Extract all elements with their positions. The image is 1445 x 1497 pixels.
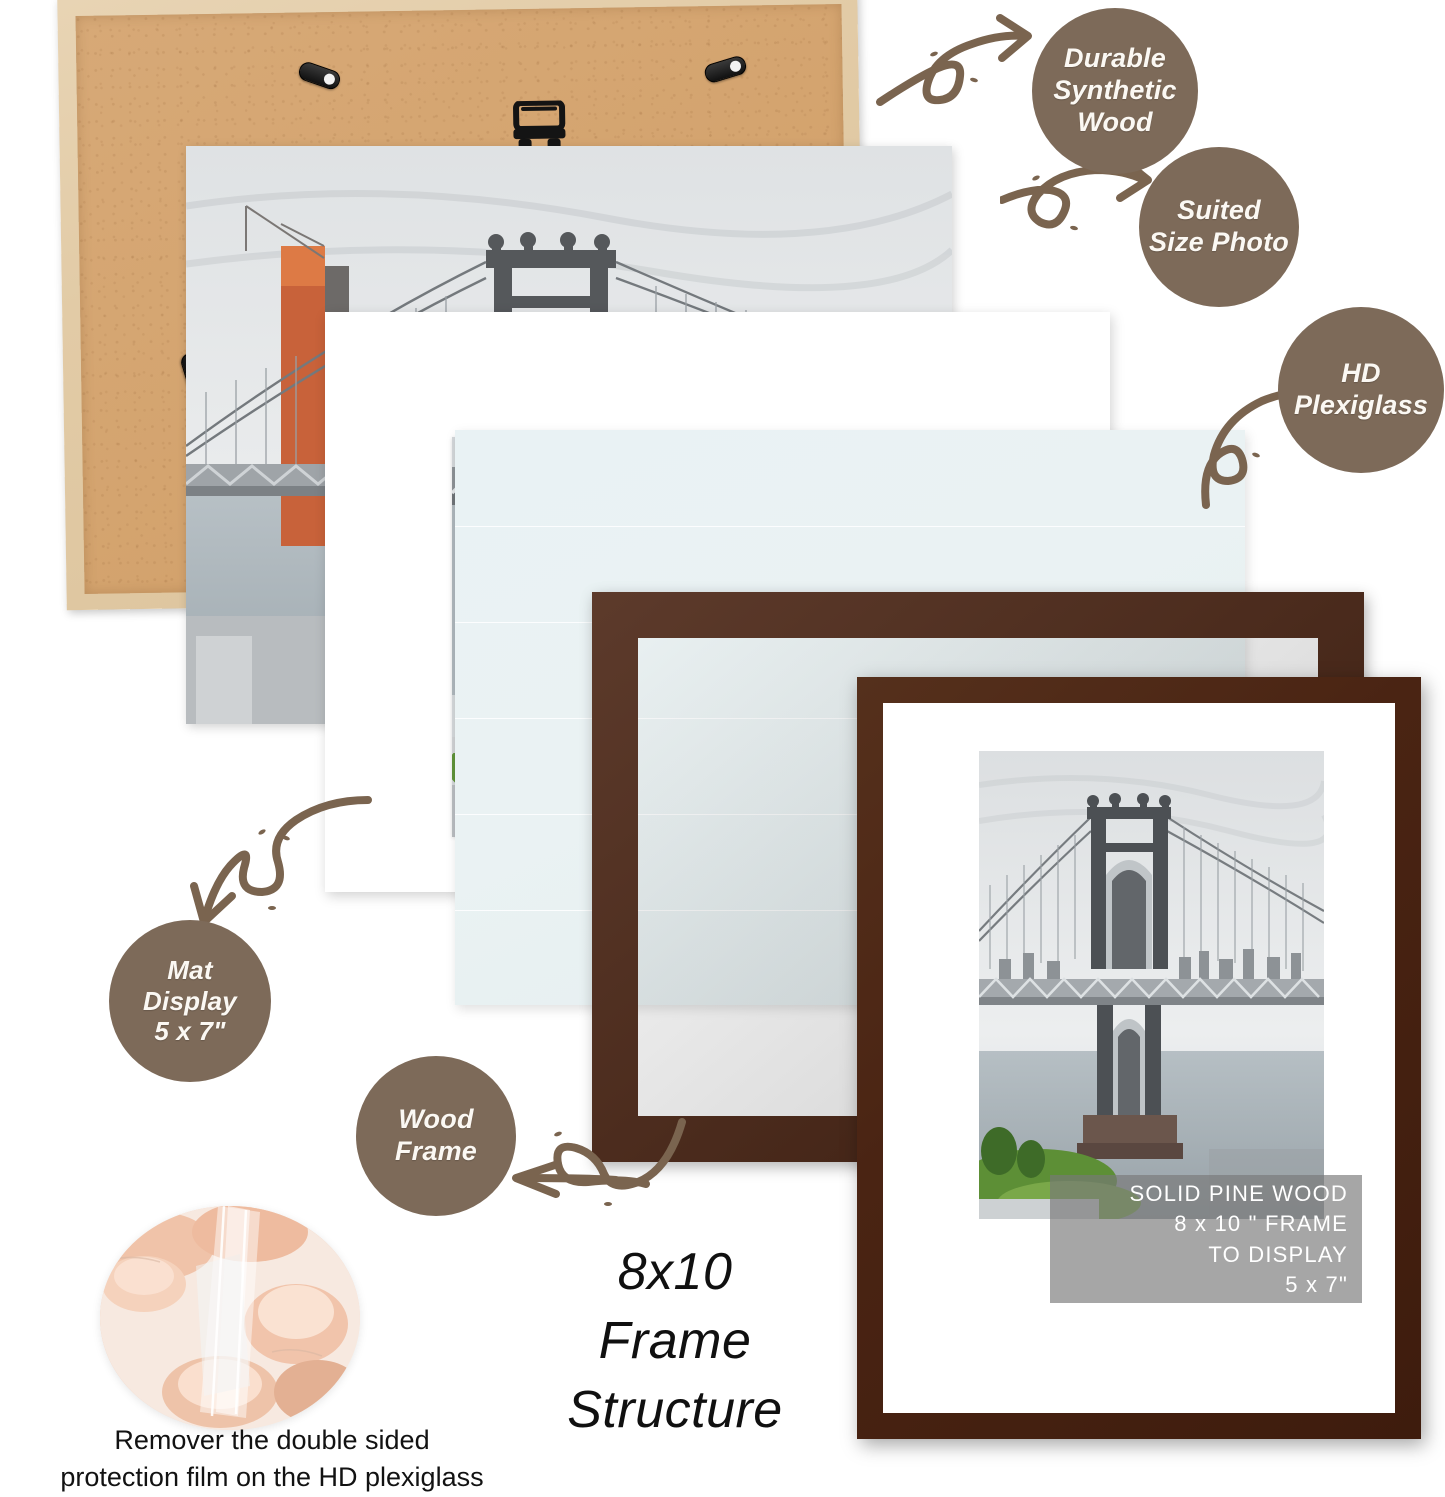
badge-durable-synthetic-wood[interactable]: Durable Synthetic Wood (1032, 8, 1198, 174)
badge-line: Suited (1177, 195, 1261, 226)
badge-suited-size-photo[interactable]: Suited Size Photo (1139, 147, 1299, 307)
turn-button-clip-icon (296, 59, 343, 92)
badge-line: Wood (398, 1104, 474, 1135)
caption-line-1: Remover the double sided (114, 1425, 430, 1455)
badge-hd-plexiglass[interactable]: HD Plexiglass (1278, 307, 1444, 473)
protection-film-caption: Remover the double sided protection film… (22, 1422, 522, 1497)
product-spec-watermark: SOLID PINE WOOD 8 x 10 " FRAME TO DISPLA… (1050, 1175, 1362, 1303)
assembled-frame-photo (979, 751, 1324, 1219)
badge-line: HD (1341, 358, 1381, 389)
badge-line: Size Photo (1148, 227, 1289, 257)
badge-line: Synthetic (1053, 75, 1177, 106)
page-title: 8x10 Frame Structure (520, 1238, 830, 1445)
protection-film-photo (100, 1206, 360, 1430)
badge-line: Durable (1064, 43, 1166, 74)
headline-line-3: Structure (567, 1381, 783, 1440)
headline-line-2: Frame (598, 1312, 752, 1371)
badge-line: Plexiglass (1293, 390, 1429, 420)
badge-line: Mat (167, 954, 213, 985)
badge-mat-display[interactable]: Mat Display 5 x 7" (109, 920, 271, 1082)
watermark-line-2: 8 x 10 " FRAME (1174, 1211, 1348, 1237)
watermark-line-4: 5 x 7" (1285, 1271, 1348, 1297)
badge-line: Frame (394, 1136, 478, 1166)
badge-line: 5 x 7" (154, 1016, 226, 1047)
turn-button-clip-icon (702, 54, 749, 85)
assembled-frame: SOLID PINE WOOD 8 x 10 " FRAME TO DISPLA… (857, 677, 1421, 1439)
badge-wood-frame[interactable]: Wood Frame (356, 1056, 516, 1216)
badge-line: Display (143, 985, 237, 1016)
watermark-line-1: SOLID PINE WOOD (1129, 1181, 1348, 1207)
watermark-line-3: TO DISPLAY (1208, 1241, 1348, 1267)
curly-arrow-icon (876, 6, 1056, 116)
headline-line-1: 8x10 (617, 1243, 733, 1301)
badge-line: Wood (1077, 106, 1153, 137)
caption-line-2: protection film on the HD plexiglass (60, 1462, 484, 1493)
